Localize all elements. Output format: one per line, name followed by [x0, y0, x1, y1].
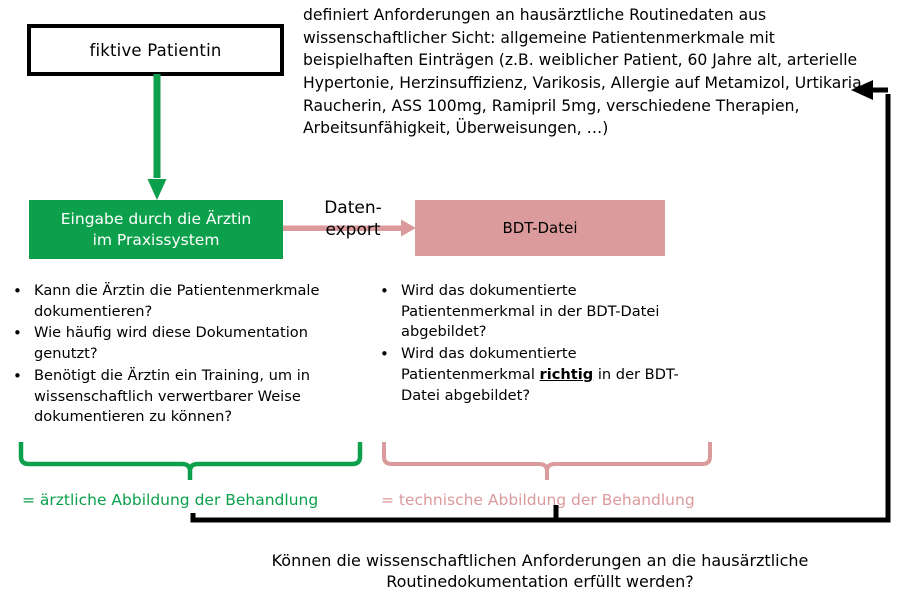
- node-fiktive-patientin: fiktive Patientin: [27, 24, 284, 76]
- node-eingabe-praxissystem: Eingabe durch die Ärztin im Praxissystem: [29, 200, 283, 259]
- left-question-2: Wie häufig wird diese Dokumentation genu…: [34, 324, 308, 363]
- list-item: • Wie häufig wird diese Dokumentation ge…: [8, 323, 353, 364]
- bottom-question-line2: Routinedokumentation erfüllt werden?: [386, 571, 694, 591]
- pink-right-arrow-icon: [283, 219, 416, 237]
- bullet-icon: •: [380, 345, 389, 364]
- list-item: • Wird das dokumentierte Patientenmerkma…: [375, 281, 705, 343]
- right-question-2-prefix: Wird das dokumentierte Patientenmerkmal: [401, 345, 577, 383]
- bottom-question-line1: Können die wissenschaftlichen Anforderun…: [271, 551, 809, 570]
- pink-brace-icon: [382, 442, 712, 480]
- list-item: • Wird das dokumentierte Patientenmerkma…: [375, 344, 705, 406]
- bullet-icon: •: [13, 324, 22, 343]
- node-eingabe-line2: im Praxissystem: [92, 230, 220, 249]
- bullet-icon: •: [13, 366, 22, 385]
- right-question-2: Wird das dokumentierte Patientenmerkmal …: [401, 344, 705, 406]
- green-brace-caption: = ärztliche Abbildung der Behandlung: [22, 491, 319, 509]
- bottom-question: Können die wissenschaftlichen Anforderun…: [200, 551, 880, 593]
- left-question-3: Benötigt die Ärztin ein Training, um in …: [34, 366, 311, 426]
- edge-label-datenexport-line2: export: [325, 219, 381, 240]
- bullet-icon: •: [380, 282, 389, 300]
- left-question-1: Kann die Ärztin die Patientenmerkmale do…: [34, 282, 320, 320]
- right-question-list: • Wird das dokumentierte Patientenmerkma…: [375, 281, 705, 407]
- node-eingabe-line1: Eingabe durch die Ärztin: [60, 210, 252, 229]
- node-fiktive-patientin-label: fiktive Patientin: [89, 40, 222, 60]
- right-question-1: Wird das dokumentierte Patientenmerkmal …: [401, 281, 705, 343]
- green-down-arrow-icon: [147, 74, 167, 200]
- requirements-description: definiert Anforderungen an hausärztliche…: [303, 6, 867, 138]
- bullet-icon: •: [13, 282, 22, 300]
- edge-label-datenexport-line1: Daten-: [324, 198, 382, 218]
- right-question-2-emphasis: richtig: [539, 365, 594, 383]
- green-brace-icon: [18, 442, 363, 480]
- list-item: • Kann die Ärztin die Patientenmerkmale …: [8, 281, 353, 322]
- node-bdt-datei: BDT-Datei: [415, 200, 665, 256]
- node-bdt-datei-label: BDT-Datei: [502, 219, 578, 237]
- list-item: • Benötigt die Ärztin ein Training, um i…: [8, 366, 353, 428]
- pink-brace-caption: = technische Abbildung der Behandlung: [381, 491, 695, 509]
- right-question-1-prefix: Wird das dokumentierte Patientenmerkmal …: [401, 282, 660, 341]
- feedback-loop-arrow-icon: [190, 80, 891, 523]
- edge-label-datenexport: Daten- export: [303, 198, 403, 242]
- left-question-list: • Kann die Ärztin die Patientenmerkmale …: [8, 281, 353, 429]
- right-question-2-suffix: in der BDT-Datei abgebildet?: [401, 365, 679, 404]
